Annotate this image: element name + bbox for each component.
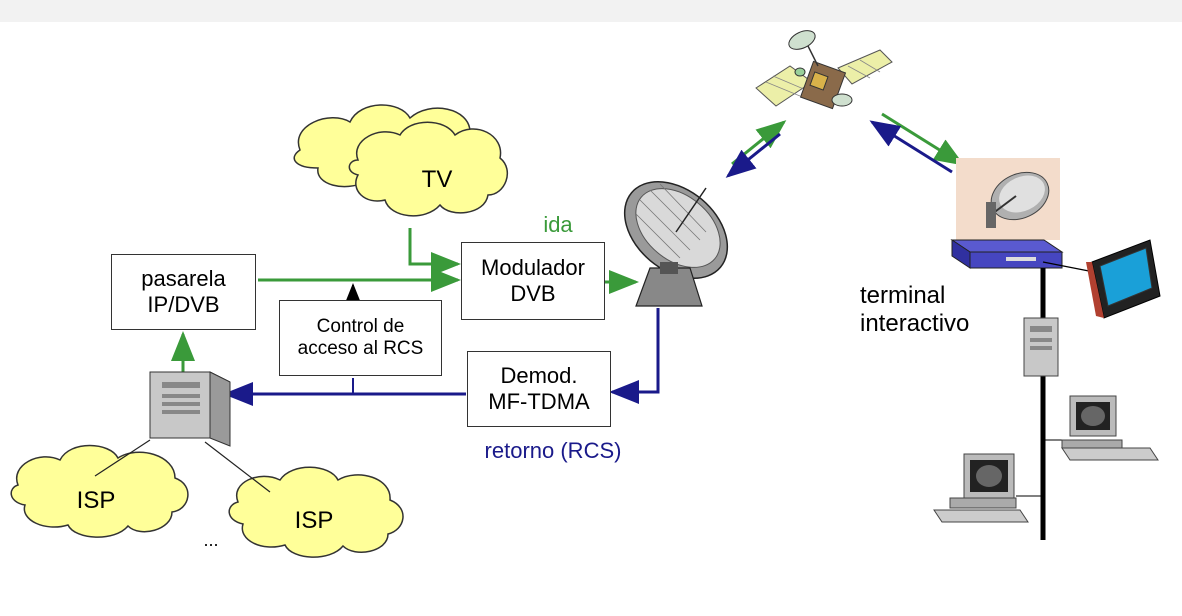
isp-cloud-1 [10, 444, 189, 538]
terminal-return [869, 120, 953, 174]
satellite-icon [755, 30, 893, 110]
isp-cloud-label-1: ISP [76, 487, 116, 514]
ellipsis-label: ... [203, 530, 219, 550]
small-dish-icon [956, 158, 1060, 240]
terminal-label-2: interactivo [860, 310, 970, 337]
tower-pc-icon [1023, 317, 1059, 377]
uplink-return [725, 132, 781, 178]
link-isp2 [204, 441, 271, 493]
desktop-computer-icon [933, 453, 1043, 523]
pasarela-label-1: pasarela [141, 266, 226, 291]
tv-cloud-label: TV [421, 166, 453, 193]
modulador-box: Modulador DVB [461, 242, 605, 320]
demod-label-1: Demod. [500, 363, 578, 388]
modulador-label-2: DVB [510, 281, 556, 306]
control-label-1: Control de [316, 316, 405, 337]
link-isp1 [94, 439, 151, 477]
retorno-label: retorno (RCS) [484, 438, 622, 463]
arrow-tv-to-modulador [408, 228, 461, 276]
control-label-2: acceso al RCS [297, 338, 424, 359]
modulador-label-1: Modulador [481, 255, 585, 280]
set-top-box-icon [950, 239, 1064, 269]
ida-label: ida [543, 212, 573, 237]
dish-antenna-icon [623, 180, 729, 307]
demod-label-2: MF-TDMA [488, 389, 590, 414]
desktop-computer-icon [1043, 395, 1159, 461]
demod-box: Demod. MF-TDMA [467, 351, 611, 427]
arrow-dish-to-demod [609, 308, 660, 404]
isp-cloud-label-2: ISP [294, 507, 334, 534]
control-box: Control de acceso al RCS [279, 300, 442, 376]
terminal-label-1: terminal [860, 282, 946, 309]
pasarela-label-2: IP/DVB [147, 292, 220, 317]
server-icon [149, 371, 231, 447]
isp-cloud-2 [228, 466, 404, 558]
tv-set-icon [1086, 239, 1161, 319]
tv-cloud [293, 104, 509, 217]
pasarela-box: pasarela IP/DVB [111, 254, 256, 330]
